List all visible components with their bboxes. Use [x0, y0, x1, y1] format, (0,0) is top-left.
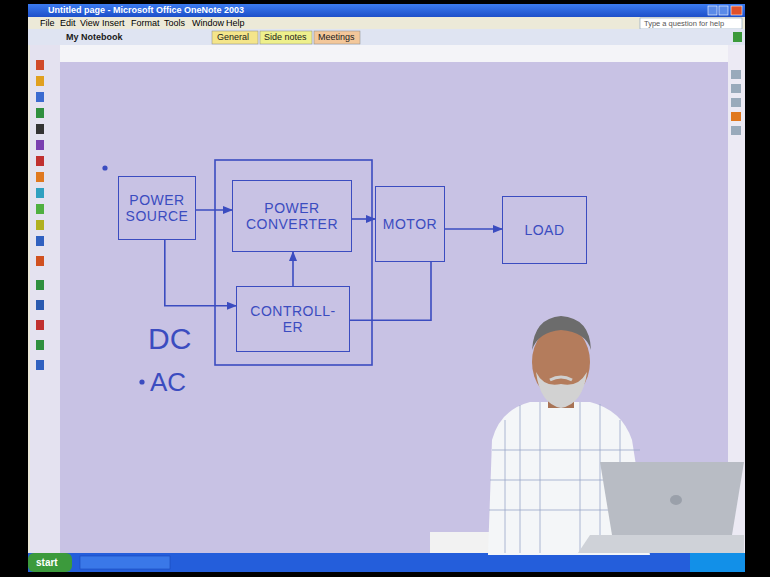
menu-item: Help: [226, 19, 245, 29]
converter-box: POWER CONVERTER: [232, 180, 352, 252]
help-box-text: Type a question for help: [644, 20, 724, 28]
handwritten-note: AC: [150, 368, 186, 397]
signal-arrow: [196, 209, 232, 211]
menu-item: File: [40, 19, 55, 29]
load-box: LOAD: [502, 196, 587, 264]
menu-item: Edit: [60, 19, 76, 29]
motor-box: MOTOR: [375, 186, 445, 262]
signal-arrow: [292, 252, 294, 286]
source-box: POWER SOURCE: [118, 176, 196, 240]
handwritten-note: DC: [148, 322, 191, 355]
title-bar-text: Untitled page - Microsoft Office OneNote…: [48, 6, 244, 16]
box-label: LOAD: [507, 222, 582, 238]
menu-item: Tools: [164, 19, 185, 29]
start-button: start: [36, 557, 58, 568]
signal-arrow: [350, 262, 431, 320]
menu-item: Window: [192, 19, 224, 29]
box-label: POWER CONVERTER: [237, 200, 347, 232]
signal-arrow: [352, 218, 375, 220]
box-label: MOTOR: [380, 216, 440, 232]
section-tab: General: [217, 33, 249, 43]
box-label: CONTROLL- ER: [241, 303, 345, 335]
section-tab: Side notes: [264, 33, 307, 43]
signal-arrow: [445, 228, 502, 230]
menu-item: View: [80, 19, 99, 29]
menu-item: Format: [131, 19, 160, 29]
controller-box: CONTROLL- ER: [236, 286, 350, 352]
menu-item: Insert: [102, 19, 125, 29]
notebook-name: My Notebook: [66, 33, 123, 43]
box-label: POWER SOURCE: [123, 192, 191, 224]
section-tab: Meetings: [318, 33, 355, 43]
signal-arrow: [165, 240, 236, 306]
